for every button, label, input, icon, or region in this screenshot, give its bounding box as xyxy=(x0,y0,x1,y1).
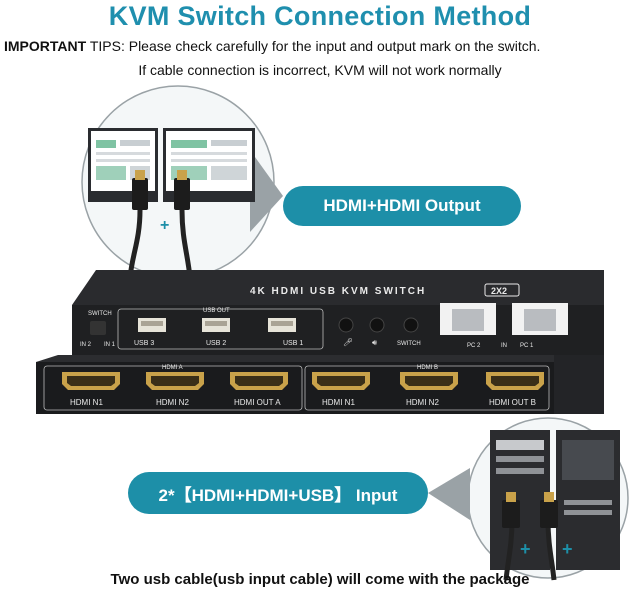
usb-b-port-pc1 xyxy=(512,303,568,335)
pc-circle: + + xyxy=(428,417,629,581)
page-title: KVM Switch Connection Method xyxy=(108,1,532,31)
pc1-label: PC 1 xyxy=(520,343,534,349)
usb2-label: USB 2 xyxy=(206,340,226,347)
usb-b-port-pc2 xyxy=(440,303,496,335)
b-in1-label: HDMI N1 xyxy=(322,398,355,407)
device-badge: 2X2 xyxy=(491,286,507,296)
switch-button-label: SWITCH xyxy=(397,341,421,347)
a-in1-label: HDMI N1 xyxy=(70,398,103,407)
usb-out-label: USB OUT xyxy=(203,308,230,314)
svg-text:+: + xyxy=(562,539,573,559)
a-out-label: HDMI OUT A xyxy=(234,398,281,407)
hdmi-port-b-in2 xyxy=(400,372,458,390)
hdmi-port-a-in1 xyxy=(62,372,120,390)
tips-line-2: If cable connection is incorrect, KVM wi… xyxy=(138,62,502,78)
hdmi-port-b-in1 xyxy=(312,372,370,390)
input-callout: 2*【HDMI+HDMI+USB】 Input xyxy=(128,472,428,514)
usb-port-1 xyxy=(268,318,296,332)
switch-label: SWITCH xyxy=(88,311,112,317)
usb1-label: USB 1 xyxy=(283,340,303,347)
a-in2-label: HDMI N2 xyxy=(156,398,189,407)
usb-port-2 xyxy=(202,318,230,332)
hdmi-port-a-in2 xyxy=(146,372,204,390)
usb3-label: USB 3 xyxy=(134,340,154,347)
kvm-switch-device: 4K HDMI USB KVM SWITCH 2X2 SWITCH IN 2 I… xyxy=(36,270,604,414)
tips-label: IMPORTANT xyxy=(4,38,87,54)
in-label: IN xyxy=(501,343,507,349)
mic-icon: 🎤︎ xyxy=(343,338,353,347)
in2-label: IN 2 xyxy=(80,342,92,348)
in1-label: IN 1 xyxy=(104,342,116,348)
hdmi-a-label: HDMI A xyxy=(162,365,183,371)
output-callout: HDMI+HDMI Output xyxy=(283,186,521,226)
svg-text:+: + xyxy=(520,539,531,559)
hdmi-port-b-out xyxy=(486,372,544,390)
footer-note: Two usb cable(usb input cable) will come… xyxy=(110,571,530,588)
svg-text:+: + xyxy=(160,217,169,234)
hdmi-port-a-out xyxy=(230,372,288,390)
b-in2-label: HDMI N2 xyxy=(406,398,439,407)
pc2-label: PC 2 xyxy=(467,343,481,349)
hdmi-cables-output: + xyxy=(127,170,193,279)
speaker-icon: 🔊︎ xyxy=(372,338,377,347)
tips-line-1: IMPORTANT TIPS: Please check carefully f… xyxy=(4,36,540,56)
device-top-label: 4K HDMI USB KVM SWITCH xyxy=(250,286,426,297)
usb-port-3 xyxy=(138,318,166,332)
hdmi-b-label: HDMI B xyxy=(417,365,438,371)
b-out-label: HDMI OUT B xyxy=(489,398,536,407)
tips-text-1: TIPS: Please check carefully for the inp… xyxy=(89,38,541,54)
monitors-circle: + xyxy=(81,85,283,279)
